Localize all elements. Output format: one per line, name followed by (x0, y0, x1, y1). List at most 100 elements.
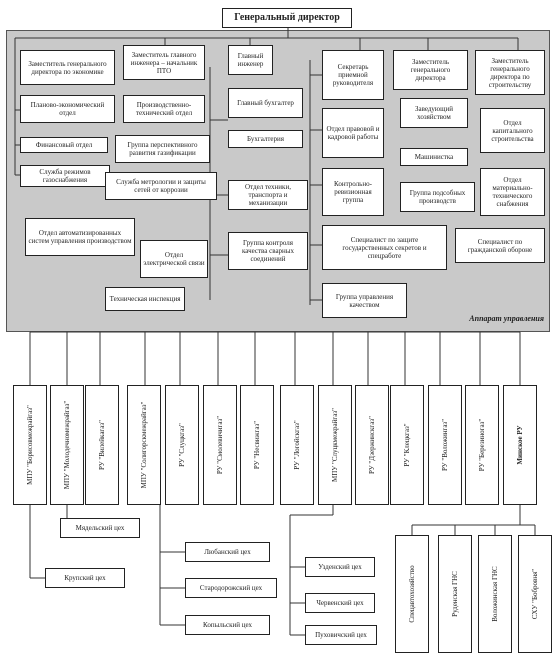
myadel-shop-label: Мядельский цех (75, 524, 125, 532)
unit-box: РУ "Логойскгаз" (280, 385, 314, 505)
pukhovichi-shop-label: Пуховичский цех (315, 631, 367, 639)
household-head-label: Заведующий хозяйством (414, 105, 454, 121)
unit-label: РУ "Березиногаз" (478, 418, 486, 472)
unit-label: МПУ "Борисовмежрайгаз" (26, 405, 34, 485)
household-head-box: Заведующий хозяйством (400, 98, 468, 128)
metrology-service-box: Служба метрологии и защиты сетей от корр… (105, 172, 217, 200)
audit-group-label: Контрольно-ревизионная группа (334, 180, 372, 204)
bobrovnya-label: СХУ "Бобровня" (531, 568, 539, 620)
gas-regimes-box: Служба режимов газоснабжения (20, 165, 110, 187)
capital-construction-dept-box: Отдел капитального строительства (480, 108, 545, 153)
unit-box: РУ "Вилейкагаз" (85, 385, 119, 505)
typist-label: Машинистка (414, 153, 454, 161)
welding-group-label: Группа контроля качества сварных соедине… (241, 239, 295, 263)
secrets-specialist-box: Специалист по защите государственных сек… (322, 225, 447, 270)
deputy-economics-box: Заместитель генерального директора по эк… (20, 50, 115, 85)
planning-dept-box: Планово-экономический отдел (20, 95, 115, 123)
tech-inspection-box: Техническая инспекция (105, 287, 185, 311)
mts-dept-box: Отдел материально-технического снабжения (480, 168, 545, 216)
unit-box: РУ "Березиногаз" (465, 385, 499, 505)
unit-box: Минское РУ (503, 385, 537, 505)
unit-box: РУ "Дзержинскгаз" (355, 385, 389, 505)
chief-accountant-label: Главный бухгалтер (237, 99, 294, 107)
pukhovichi-shop-box: Пуховичский цех (305, 625, 377, 645)
general-director-label: Генеральный директор (234, 12, 340, 23)
bobrovnya-box: СХУ "Бобровня" (518, 535, 552, 653)
unit-label: РУ "Вилейкагаз" (98, 419, 106, 471)
aux-production-group-box: Группа подсобных производств (400, 182, 475, 212)
unit-label: РУ "Несвижгаз" (253, 420, 261, 470)
audit-group-box: Контрольно-ревизионная группа (322, 168, 384, 216)
cherven-shop-box: Червенский цех (305, 593, 375, 613)
unit-label: МПУ "Слуцкмежрайгаз" (331, 408, 339, 482)
uzda-shop-box: Узденский цех (305, 557, 375, 577)
legal-dept-label: Отдел правовой и кадровой работы (326, 125, 380, 141)
quality-group-label: Группа управления качеством (335, 292, 394, 309)
civil-defense-box: Специалист по гражданской обороне (455, 228, 545, 263)
unit-label: РУ "Логойскгаз" (293, 420, 301, 470)
unit-box: РУ "Смолевичигаз" (203, 385, 237, 505)
planning-dept-label: Планово-экономический отдел (30, 101, 105, 117)
kopyl-shop-box: Копыльский цех (185, 615, 270, 635)
capital-construction-dept-label: Отдел капитального строительства (491, 118, 534, 143)
starodorozh-shop-box: Стародорожский цех (185, 578, 277, 598)
accounting-label: Бухгалтерия (246, 135, 284, 143)
starodorozh-shop-label: Стародорожский цех (199, 584, 263, 592)
rudensk-gns-box: Руденская ГНС (438, 535, 472, 653)
lyuban-shop-box: Любанский цех (185, 542, 270, 562)
electric-dept-box: Отдел электрической связи (140, 240, 208, 278)
gas-regimes-label: Служба режимов газоснабжения (39, 168, 91, 184)
accounting-box: Бухгалтерия (228, 130, 303, 148)
chief-accountant-box: Главный бухгалтер (228, 88, 303, 118)
lyuban-shop-label: Любанский цех (204, 548, 251, 556)
deputy-construction-label: Заместитель генерального директора по ст… (488, 56, 532, 89)
special-economy-label: Спецавтохозяйство (408, 565, 416, 623)
asu-dept-label: Отдел автоматизированных систем управлен… (28, 229, 132, 245)
gasification-group-box: Группа перспективного развития газификац… (115, 135, 210, 163)
voloshin-gns-box: Воложинская ГНС (478, 535, 512, 653)
unit-label: Минское РУ (516, 425, 524, 465)
general-director-box: Генеральный директор (222, 8, 352, 28)
unit-label: МПУ "Солигорскмежрайгаз" (140, 401, 148, 489)
unit-label: РУ "Слуцкгаз" (178, 423, 186, 467)
civil-defense-label: Специалист по гражданской обороне (467, 237, 533, 254)
krupki-shop-box: Крупский цех (45, 568, 125, 588)
unit-box: МПУ "Солигорскмежрайгаз" (127, 385, 161, 505)
unit-box: МПУ "Борисовмежрайгаз" (13, 385, 47, 505)
rudensk-gns-label: Руденская ГНС (451, 571, 459, 617)
deputy-economics-label: Заместитель генерального директора по эк… (28, 59, 107, 76)
uzda-shop-label: Узденский цех (318, 563, 362, 571)
unit-label: РУ "Клецкгаз" (403, 423, 411, 467)
tech-transport-dept-box: Отдел техники, транспорта и механизации (228, 180, 308, 210)
krupki-shop-label: Крупский цех (64, 574, 106, 582)
unit-box: РУ "Слуцкгаз" (165, 385, 199, 505)
finance-dept-box: Финансовый отдел (20, 137, 108, 153)
unit-box: РУ "Клецкгаз" (390, 385, 424, 505)
quality-group-box: Группа управления качеством (322, 283, 407, 318)
deputy-construction-box: Заместитель генерального директора по ст… (475, 50, 545, 95)
cherven-shop-label: Червенский цех (316, 599, 364, 607)
chief-engineer-label: Главный инженер (237, 52, 264, 68)
special-economy-box: Спецавтохозяйство (395, 535, 429, 653)
voloshin-gns-label: Воложинская ГНС (491, 566, 499, 622)
secrets-specialist-label: Специалист по защите государственных сек… (342, 235, 427, 260)
legal-dept-box: Отдел правовой и кадровой работы (322, 108, 384, 158)
unit-label: РУ "Дзержинскгаз" (368, 415, 376, 475)
unit-box: МПУ "Слуцкмежрайгаз" (318, 385, 352, 505)
deputy-chief-engineer-label: Заместитель главного инженера – начальни… (130, 50, 198, 75)
unit-label: РУ "Смолевичигаз" (216, 415, 224, 475)
gasification-group-label: Группа перспективного развития газификац… (127, 141, 198, 157)
deputy-general-label: Заместитель генерального директора (410, 58, 451, 82)
unit-box: РУ "Несвижгаз" (240, 385, 274, 505)
unit-label: РУ "Воложингаз" (441, 418, 449, 472)
unit-label: МПУ "Молодечномежрайгаз" (63, 400, 71, 490)
myadel-shop-box: Мядельский цех (60, 518, 140, 538)
unit-box: МПУ "Молодечномежрайгаз" (50, 385, 84, 505)
mts-dept-label: Отдел материально-технического снабжения (492, 176, 533, 208)
reception-secretary-label: Секретарь приемной руководителя (332, 63, 374, 87)
deputy-general-box: Заместитель генерального директора (393, 50, 468, 90)
unit-box: РУ "Воложингаз" (428, 385, 462, 505)
asu-dept-box: Отдел автоматизированных систем управлен… (25, 218, 135, 256)
production-tech-dept-label: Производственно-технический отдел (135, 101, 193, 117)
